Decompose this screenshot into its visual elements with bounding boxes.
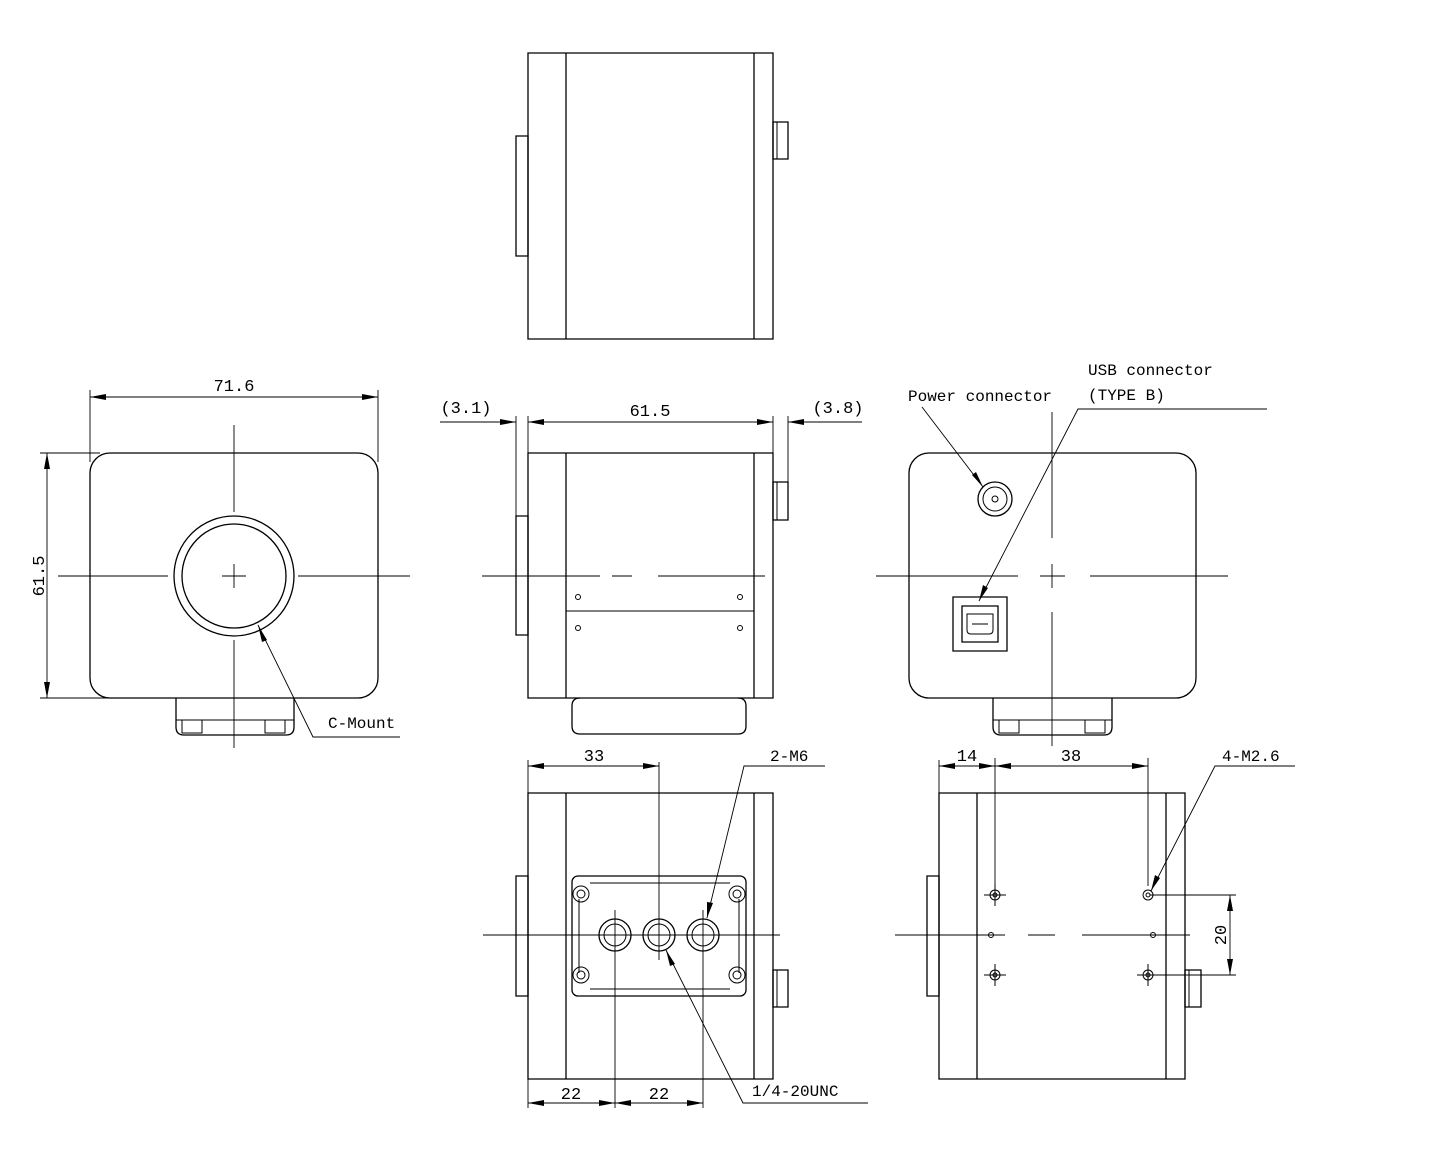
arrowhead [528,1100,544,1106]
offset-14-dimension: 14 [957,748,977,767]
side-length-dimension: 61.5 [630,403,671,422]
top-view-lens-mount [516,136,528,256]
c-mount-label: C-Mount [328,715,395,733]
tripod-plate-corner-screw [729,967,745,983]
power-connector-leader [922,407,983,487]
usb-connector-port [962,606,998,642]
arrowhead [979,585,988,601]
underside-view-connector [1185,970,1201,1007]
arrowhead [788,419,804,425]
bottom-view-body [528,793,773,1079]
arrowhead [528,763,544,769]
arrowhead [687,1100,703,1106]
arrowhead [44,453,50,469]
front-view-base-slot-left [182,720,202,733]
unc-label: 1/4-20UNC [752,1083,838,1101]
front-width-dimension: 71.6 [214,378,255,397]
side-view-lens-mount [516,516,528,635]
side-view-screw [738,595,743,600]
arrowhead [707,902,713,918]
m2-6-label: 4-M2.6 [1222,748,1280,766]
top-view-connector [773,122,788,159]
usb-connector-label-line1: USB connector [1088,362,1213,380]
m6-label: 2-M6 [770,748,808,766]
top-view [516,53,788,339]
arrowhead [666,950,675,966]
offset-33-dimension: 33 [584,748,604,767]
rear-view: Power connector USB connector (TYPE B) [876,362,1267,746]
pitch-20-dimension: 20 [1213,925,1232,945]
tripod-plate-corner-screw-inner [733,971,741,979]
arrowhead [1151,875,1160,891]
tripod-plate-corner-screw-inner [733,890,741,898]
arrowhead [643,763,659,769]
power-connector-label: Power connector [908,388,1052,406]
underside-view: 14 38 20 4-M2.6 [895,748,1295,1079]
tripod-plate-corner-screw [573,886,589,902]
side-view-screw [576,595,581,600]
front-view-base-slot-right [265,720,285,733]
arrowhead [972,472,983,487]
pitch-22-right-dimension: 22 [649,1086,669,1105]
arrowhead [1227,959,1233,975]
usb-connector-label-line2: (TYPE B) [1088,387,1165,405]
usb-connector-leader [979,409,1267,601]
bottom-view-connector [773,970,788,1007]
m2-6-hole-inner [1146,893,1150,897]
c-mount-outer-ring [174,516,294,636]
power-connector-mid [983,487,1007,511]
power-connector-outer [978,482,1012,516]
m2-6-leader [1151,766,1295,891]
m6-leader [707,766,825,918]
tripod-plate-corner-screw [573,967,589,983]
arrowhead [599,1100,615,1106]
arrowhead [90,394,106,400]
tripod-plate-inner-outline [579,883,739,989]
pitch-38-dimension: 38 [1061,748,1081,767]
arrowhead [1227,895,1233,911]
side-view-body [528,453,773,698]
arrowhead [44,682,50,698]
usb-connector-plug [967,614,993,634]
front-height-dimension: 61.5 [31,556,50,597]
arrowhead [939,763,955,769]
rear-view-base-slot-right [1085,720,1105,733]
top-view-body [528,53,773,339]
tripod-plate-corner-screw-inner [577,971,585,979]
side-view-screw [738,626,743,631]
underside-view-lens-mount [927,876,939,996]
bottom-view: 33 22 22 2-M6 1/4-20UNC [483,748,868,1108]
pitch-22-left-dimension: 22 [561,1086,581,1105]
c-mount-leader [258,625,400,737]
side-view-connector [773,482,788,520]
side-view-tripod-base [572,698,746,734]
arrowhead [615,1100,631,1106]
unc-leader [666,950,868,1103]
tripod-plate-corner-screw [729,886,745,902]
arrowhead [528,419,544,425]
tripod-plate-corner-screw-inner [577,890,585,898]
rear-view-tripod-base [993,698,1112,735]
arrowhead [979,763,995,769]
arrowhead [500,419,516,425]
arrowhead [757,419,773,425]
bottom-view-lens-mount [516,876,528,996]
c-mount-inner-ring [182,524,286,628]
arrowhead [995,763,1011,769]
rear-view-base-slot-left [999,720,1019,733]
arrowhead [1132,763,1148,769]
arrowhead [362,394,378,400]
front-view-tripod-base [176,698,294,735]
rear-protrusion-dimension: (3.8) [812,400,863,419]
power-connector-pin [992,496,998,502]
arrowhead [258,625,267,642]
front-view: 71.6 61.5 C-Mount [31,378,410,748]
front-protrusion-dimension: (3.1) [440,400,491,419]
side-view-screw [576,626,581,631]
side-view: 61.5 (3.1) (3.8) [440,400,864,734]
rear-view-body [909,453,1196,698]
